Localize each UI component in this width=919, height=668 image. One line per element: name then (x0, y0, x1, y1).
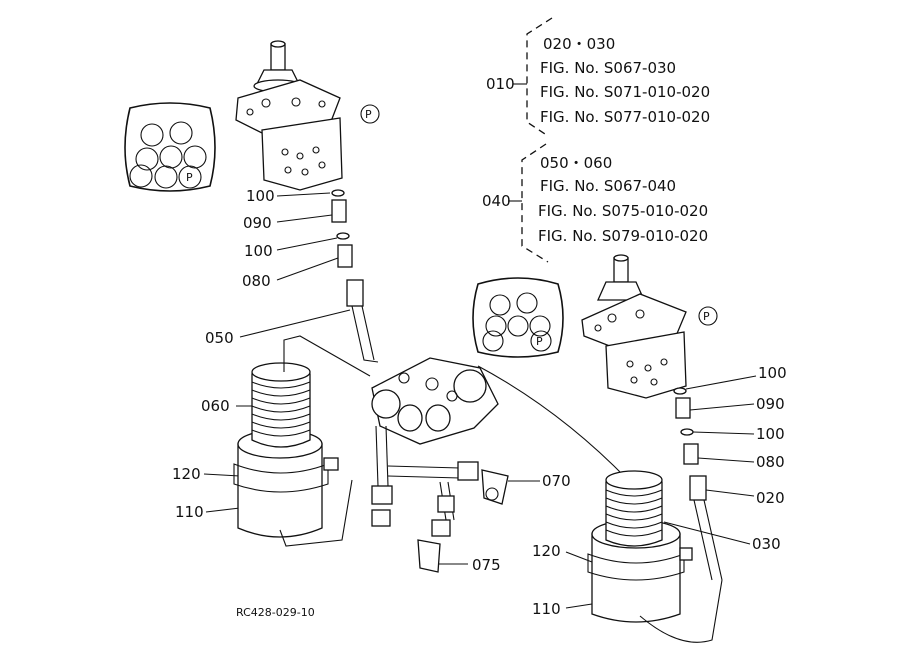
group-040-ref-2: FIG. No. S067-040 (540, 177, 676, 195)
drawing-number: RC428-029-10 (236, 606, 315, 619)
right-valve-body: P (581, 254, 718, 399)
left-valve-body: P (235, 40, 380, 191)
right-callouts: 100 090 100 080 020 030 120 110 (532, 364, 787, 618)
group-010-ref-4: FIG. No. S077-010-020 (540, 108, 710, 126)
left-fitting-stack (331, 189, 379, 363)
callout-left-050: 050 (205, 329, 234, 347)
right-port-pattern-inset: P (472, 277, 564, 358)
right-port-p-marker: P (703, 310, 710, 323)
left-port-p-marker: P (365, 108, 372, 121)
group-010-ref-1: 020・030 (543, 35, 615, 53)
callout-left-090: 090 (243, 214, 272, 232)
callout-mid-075: 075 (472, 556, 501, 574)
left-coil-cup (233, 335, 371, 547)
callout-right-110: 110 (532, 600, 561, 618)
callout-right-030: 030 (752, 535, 781, 553)
center-manifold (371, 357, 629, 573)
right-inset-port-p: P (536, 335, 543, 348)
callout-right-080: 080 (756, 453, 785, 471)
group-040-ref-1: 050・060 (540, 154, 612, 172)
callout-left-120: 120 (172, 465, 201, 483)
group-040-bracket: 040 050・060 FIG. No. S067-040 FIG. No. S… (482, 143, 708, 263)
right-coil-cup (587, 470, 723, 643)
callout-right-120: 120 (532, 542, 561, 560)
callout-left-060: 060 (201, 397, 230, 415)
callout-right-090: 090 (756, 395, 785, 413)
group-010-ref-3: FIG. No. S071-010-020 (540, 83, 710, 101)
left-callouts: 100 090 100 080 050 060 120 110 (172, 187, 351, 521)
callout-right-100-a: 100 (758, 364, 787, 382)
callout-right-100-b: 100 (756, 425, 785, 443)
callout-left-100-b: 100 (244, 242, 273, 260)
left-port-pattern-inset: P (124, 102, 216, 192)
callout-mid-070: 070 (542, 472, 571, 490)
group-010-bracket: 010 020・030 FIG. No. S067-030 FIG. No. S… (486, 17, 710, 137)
left-inset-port-p: P (186, 171, 193, 184)
right-fitting-stack (673, 387, 723, 581)
group-040-ref-3: FIG. No. S075-010-020 (538, 202, 708, 220)
callout-left-100-a: 100 (246, 187, 275, 205)
callout-right-020: 020 (756, 489, 785, 507)
callout-left-110: 110 (175, 503, 204, 521)
center-callouts: 070 075 (438, 472, 571, 574)
callout-left-080: 080 (242, 272, 271, 290)
group-040-ref-4: FIG. No. S079-010-020 (538, 227, 708, 245)
group-010-ref-2: FIG. No. S067-030 (540, 59, 676, 77)
group-010-code: 010 (486, 75, 515, 93)
group-040-code: 040 (482, 192, 511, 210)
